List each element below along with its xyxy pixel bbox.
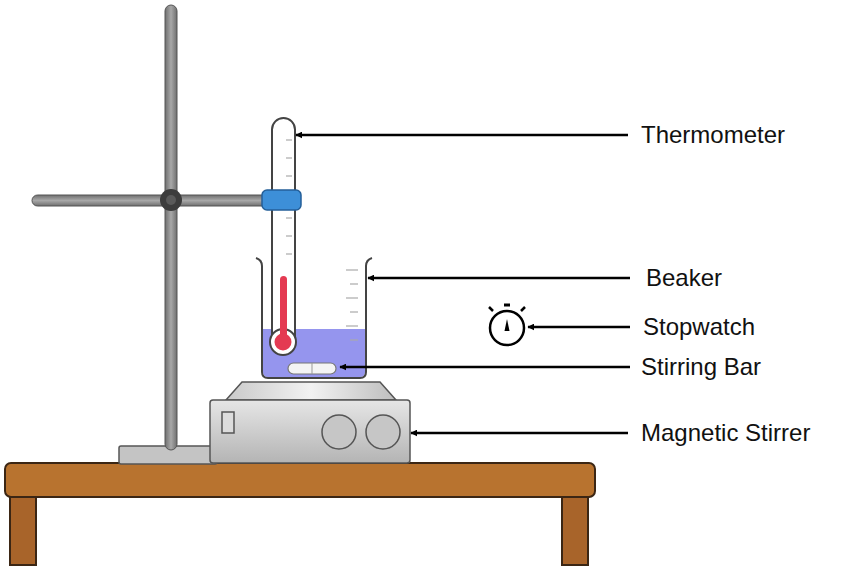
stopwatch-button [489, 307, 493, 311]
boss-head [160, 189, 182, 211]
scale-tick [286, 218, 292, 219]
stirring-bar-ring [312, 363, 313, 374]
graduation [346, 325, 358, 326]
part-label: Thermometer [641, 121, 785, 149]
stopwatch-icon [489, 305, 525, 345]
part-label: Beaker [646, 264, 722, 292]
power-switch [222, 412, 234, 433]
stirrer-plate [226, 382, 396, 400]
thermometer-tube [272, 118, 295, 350]
graduation [350, 311, 358, 312]
graduation [350, 283, 358, 284]
stopwatch-hand [505, 319, 510, 331]
boss-knob-center [166, 195, 176, 205]
leader-arrow [411, 432, 628, 435]
part-label: Magnetic Stirrer [641, 419, 810, 447]
table-top [5, 463, 595, 497]
boss-knob [160, 189, 182, 211]
graduation [346, 269, 358, 270]
beaker-graduations [346, 270, 358, 340]
control-knob [366, 415, 400, 449]
mercury-column [280, 276, 287, 340]
stopwatch-face [490, 311, 524, 345]
scale-tick [286, 140, 292, 141]
leader-arrow [340, 366, 630, 369]
graduation [346, 297, 358, 298]
stirrer-body [210, 400, 410, 463]
scale-tick [286, 158, 292, 159]
graduation [350, 339, 358, 340]
liquid [263, 329, 365, 377]
table-leg [10, 495, 36, 565]
stopwatch-button [504, 304, 510, 307]
stirring-bar [288, 363, 336, 374]
control-knob [322, 415, 356, 449]
leader-arrow [528, 326, 630, 329]
mercury-bulb [275, 334, 292, 351]
scale-tick [286, 254, 292, 255]
stopwatch-button [521, 307, 525, 311]
leader-arrows [296, 135, 630, 433]
thermometer-clamp [262, 190, 301, 210]
clamp-rod [32, 195, 277, 206]
leader-arrow [368, 277, 630, 280]
scale-tick [286, 236, 292, 237]
part-label: Stopwatch [643, 313, 755, 341]
table-leg [562, 495, 588, 565]
part-label: Stirring Bar [641, 353, 761, 381]
scale-tick [286, 176, 292, 177]
leader-arrow [296, 134, 628, 137]
stand-rod [165, 5, 177, 450]
